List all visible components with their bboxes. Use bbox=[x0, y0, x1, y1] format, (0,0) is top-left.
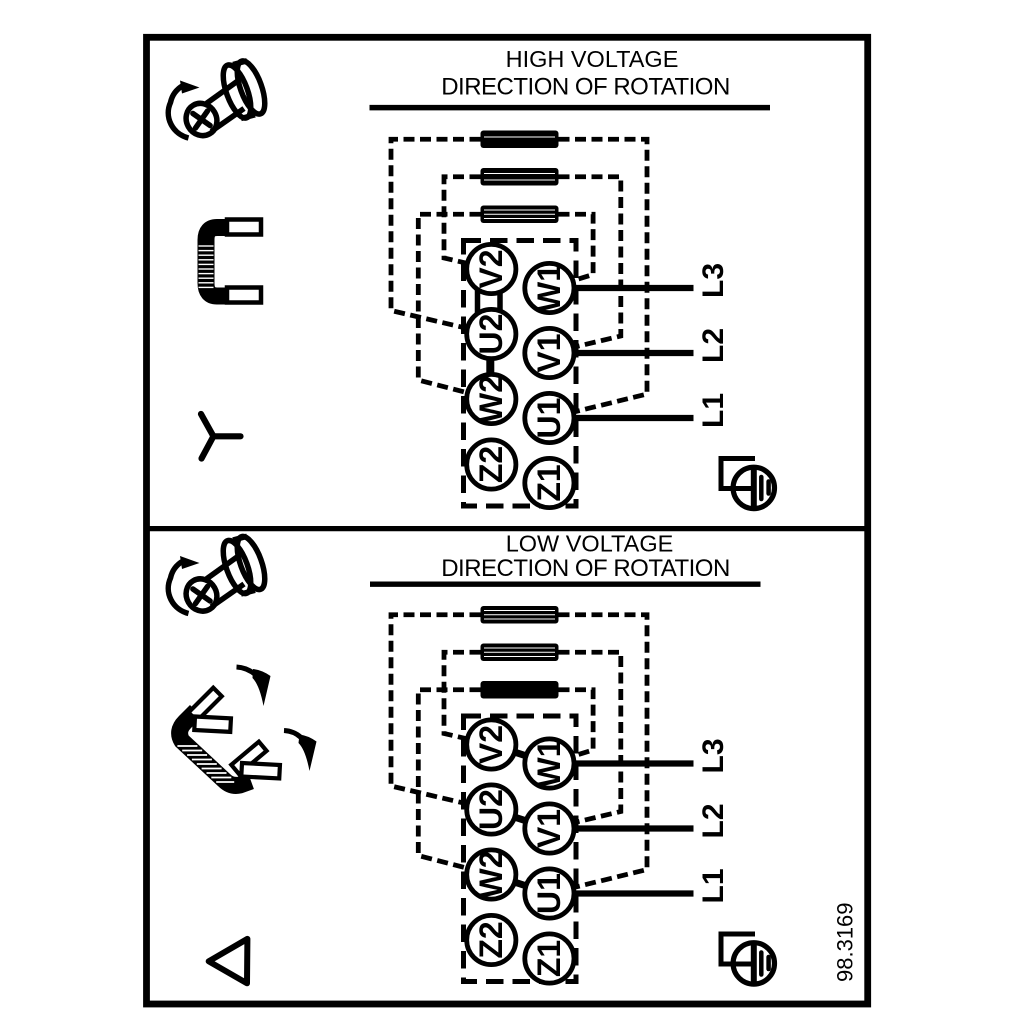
svg-text:DIRECTION OF ROTATION: DIRECTION OF ROTATION bbox=[441, 74, 730, 101]
svg-text:DIRECTION OF ROTATION: DIRECTION OF ROTATION bbox=[441, 555, 730, 582]
svg-text:HIGH VOLTAGE: HIGH VOLTAGE bbox=[506, 46, 679, 72]
svg-text:98.3169: 98.3169 bbox=[833, 902, 858, 982]
svg-text:LOW VOLTAGE: LOW VOLTAGE bbox=[506, 531, 674, 557]
